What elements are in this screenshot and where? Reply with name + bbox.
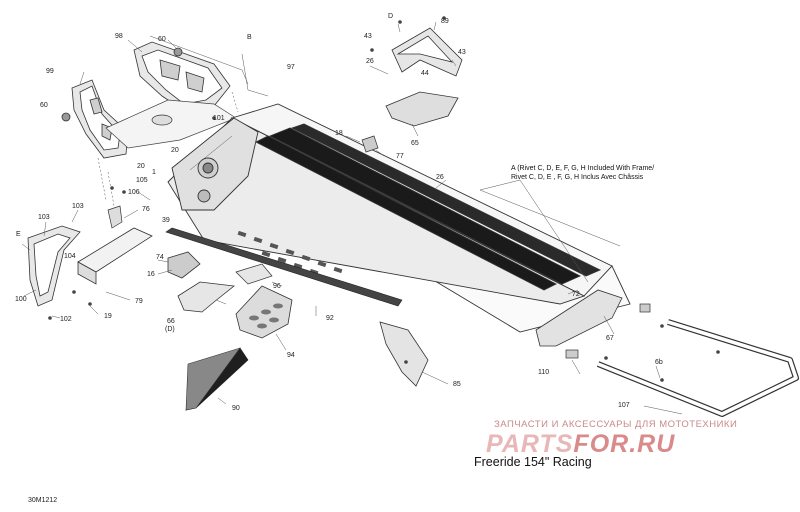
- running-board-92: [165, 227, 403, 307]
- front-plate-79-lower: [77, 261, 97, 285]
- dashed-leaders: [97, 91, 239, 207]
- cap-110: [565, 349, 579, 359]
- callout-76: 76: [142, 206, 150, 213]
- bracket-96: [235, 263, 273, 285]
- callout-39: 39: [162, 217, 170, 224]
- callout-94: 94: [287, 352, 295, 359]
- rear-end-bracket-67: [535, 289, 623, 347]
- snow-flap-90-face: [185, 347, 241, 411]
- diagram-code: 30M1212: [28, 497, 58, 504]
- callout-106: 106: [128, 189, 140, 196]
- callout-B: B: [247, 34, 252, 41]
- callout-98: 98: [115, 33, 123, 40]
- callout-105: 105: [136, 177, 148, 184]
- callout-100: 100: [15, 296, 27, 303]
- bumper-bracket-74: [167, 251, 201, 279]
- callout-101: 101: [213, 115, 225, 122]
- callout-99: 99: [46, 68, 54, 75]
- callout-60b: 60: [40, 102, 48, 109]
- callout-D: (D): [165, 326, 175, 333]
- cover-65: [385, 91, 459, 127]
- cross-plate-boss: [151, 114, 173, 126]
- callout-67: 67: [606, 335, 614, 342]
- callout-90: 90: [232, 405, 240, 412]
- leader-lines: [21, 21, 683, 415]
- callout-18: 18: [335, 130, 343, 137]
- callout-92: 92: [326, 315, 334, 322]
- front-plate-79: [77, 227, 153, 273]
- watermark-logo: PARTSFOR.RU: [486, 430, 675, 459]
- callout-20b: 20: [137, 163, 145, 170]
- callout-19: 19: [104, 313, 112, 320]
- callout-E: E: [16, 231, 21, 238]
- callout-96: 96: [273, 283, 281, 290]
- callout-20a: 20: [171, 147, 179, 154]
- front-suspension-bracket-98: [133, 41, 231, 113]
- watermark-logo-a: PARTS: [486, 430, 574, 458]
- clip-77: [361, 135, 379, 153]
- callout-43b: 43: [458, 49, 466, 56]
- callout-79: 79: [135, 298, 143, 305]
- callout-72: 72: [572, 291, 580, 298]
- heat-exchanger-94-slots: [249, 303, 283, 329]
- callout-104: 104: [64, 253, 76, 260]
- left-side-bracket-104: [27, 225, 81, 307]
- callout-74: 74: [156, 254, 164, 261]
- watermark-logo-b: FOR.RU: [573, 430, 676, 458]
- callout-1: 1: [152, 169, 156, 176]
- callout-66: 66: [167, 318, 175, 325]
- bracket-66: [177, 281, 235, 313]
- callout-97: 97: [287, 64, 295, 71]
- rear-bracket-89: [391, 27, 463, 77]
- callout-6b: 6b: [655, 359, 663, 366]
- rear-bumper-107: [596, 319, 799, 417]
- front-suspension-bracket-99: [61, 79, 129, 159]
- callout-60a: 60: [158, 36, 166, 43]
- rear-bumper-107-inner: [597, 320, 798, 416]
- watermark-tagline: ЗАПЧАСТИ И АКСЕССУАРЫ ДЛЯ МОТОТЕХНИКИ: [494, 419, 738, 430]
- callout-103a: 103: [38, 214, 50, 221]
- rivet-note-line1: A (Rivet C, D, E, F, G, H Included With …: [511, 165, 654, 172]
- cap-small: [639, 303, 651, 313]
- callout-D2: D: [388, 13, 393, 20]
- rivet-note-line2: Rivet C, D, E , F, G, H Inclus Avec Châs…: [511, 174, 644, 181]
- callout-107: 107: [618, 402, 630, 409]
- diagram-title: Freeride 154" Racing: [474, 455, 592, 469]
- callout-103b: 103: [72, 203, 84, 210]
- fasteners: [48, 16, 720, 382]
- callout-26a: 26: [366, 58, 374, 65]
- callout-43a: 43: [364, 33, 372, 40]
- rear-bracket-85: [379, 321, 429, 387]
- callout-labels: 98 60 B 99 60 97 101 20 20 1 105 106 76 …: [15, 13, 663, 412]
- tunnel-side-slots: [237, 230, 343, 276]
- callout-26b: 26: [436, 174, 444, 181]
- callout-44: 44: [421, 70, 429, 77]
- callout-16: 16: [147, 271, 155, 278]
- callout-77: 77: [396, 153, 404, 160]
- tunnel-frame: [167, 103, 631, 333]
- support-76: [107, 205, 123, 229]
- callout-110: 110: [538, 369, 549, 376]
- callout-89: 89: [441, 18, 449, 25]
- callout-102: 102: [60, 316, 72, 323]
- callout-65: 65: [411, 140, 419, 147]
- callout-85: 85: [453, 381, 461, 388]
